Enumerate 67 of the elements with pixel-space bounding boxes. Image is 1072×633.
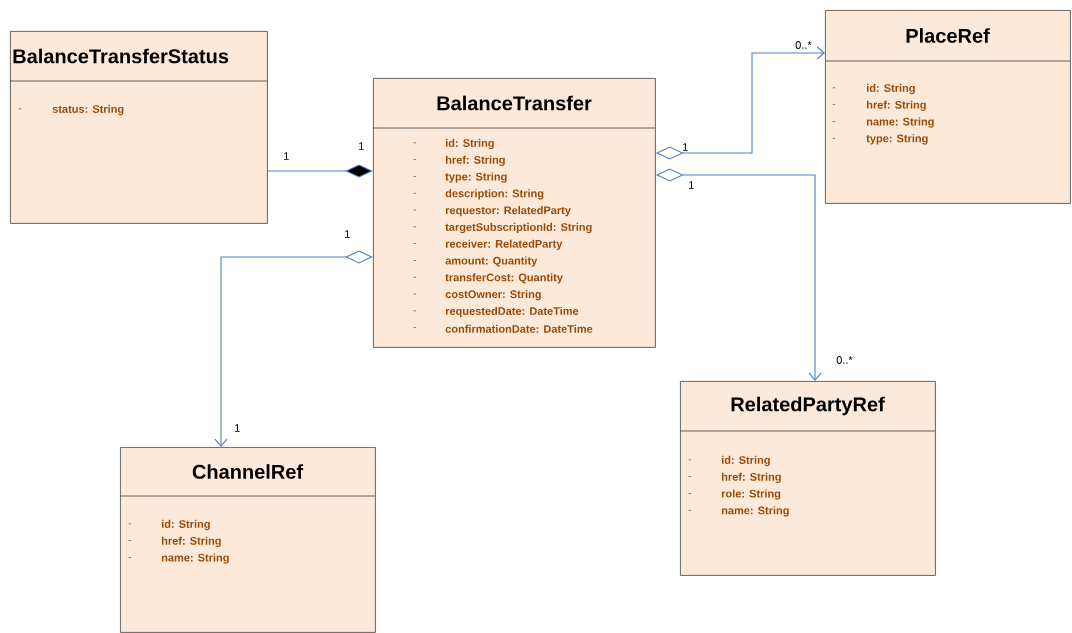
attribute-text: href: String xyxy=(721,472,781,483)
attribute-text: name: String xyxy=(721,506,789,517)
class-box xyxy=(119,447,376,633)
attribute-text: name: String xyxy=(866,117,934,128)
multiplicity-label: 1 xyxy=(284,152,289,160)
class-box xyxy=(679,381,936,576)
attribute-text: id: String xyxy=(721,455,770,467)
class-name: PlaceRef xyxy=(906,28,990,43)
attribute-text: targetSubscriptionId: String xyxy=(445,222,592,234)
visibility-marker: - xyxy=(413,226,417,228)
attribute-text: status: String xyxy=(52,104,124,116)
visibility-marker: - xyxy=(832,87,836,89)
class-name: ChannelRef xyxy=(192,464,304,479)
attribute-text: costOwner: String xyxy=(445,290,541,301)
attribute-text: description: String xyxy=(445,189,544,200)
class-box xyxy=(9,31,268,224)
visibility-marker: - xyxy=(413,176,417,177)
class-name: RelatedPartyRef xyxy=(731,396,885,416)
multiplicity-label: 1 xyxy=(235,424,240,432)
visibility-marker: - xyxy=(413,327,417,329)
attribute-text: href: String xyxy=(445,155,505,166)
visibility-marker: - xyxy=(413,243,417,245)
visibility-marker: - xyxy=(413,142,417,144)
visibility-marker: - xyxy=(413,310,417,312)
visibility-marker: - xyxy=(413,209,417,211)
attribute-text: href: String xyxy=(161,536,221,547)
attribute-text: receiver: RelatedParty xyxy=(445,239,563,250)
attribute-text: confirmationDate: DateTime xyxy=(445,324,593,333)
association-line xyxy=(267,164,373,178)
visibility-marker: - xyxy=(832,121,836,122)
attribute-text: name: String xyxy=(161,553,229,564)
visibility-marker: - xyxy=(832,104,836,106)
class-box xyxy=(372,78,656,348)
multiplicity-label: 1 xyxy=(683,143,688,151)
visibility-marker: - xyxy=(688,476,692,478)
attribute-text: amount: Quantity xyxy=(445,256,538,267)
attribute-text: requestor: RelatedParty xyxy=(445,206,571,217)
visibility-marker: - xyxy=(832,137,836,139)
visibility-marker: - xyxy=(128,523,132,525)
association-line xyxy=(214,250,373,447)
visibility-marker: - xyxy=(413,293,417,295)
multiplicity-label: 0..* xyxy=(836,356,853,364)
attribute-text: id: String xyxy=(866,83,915,95)
visibility-marker: - xyxy=(413,192,417,194)
visibility-marker: - xyxy=(128,557,132,558)
attribute-text: id: String xyxy=(161,519,210,531)
visibility-marker: - xyxy=(128,540,132,542)
attribute-text: id: String xyxy=(445,138,494,150)
class-name: BalanceTransfer xyxy=(437,95,592,111)
attribute-text: type: String xyxy=(445,172,507,183)
multiplicity-label: 0..* xyxy=(795,41,812,49)
attribute-text: transferCost: Quantity xyxy=(445,273,563,284)
attribute-text: href: String xyxy=(866,100,926,111)
attribute-text: role: String xyxy=(721,489,781,500)
multiplicity-label: 1 xyxy=(689,181,694,189)
multiplicity-label: 1 xyxy=(345,230,350,238)
visibility-marker: - xyxy=(688,493,692,494)
class-name: BalanceTransferStatus xyxy=(13,48,229,64)
attribute-text: type: String xyxy=(866,134,928,145)
visibility-marker: - xyxy=(413,260,417,261)
class-box xyxy=(824,10,1071,204)
visibility-marker: - xyxy=(413,159,417,161)
visibility-marker: - xyxy=(688,509,692,511)
visibility-marker: - xyxy=(688,459,692,461)
attribute-text: requestedDate: DateTime xyxy=(445,306,579,318)
visibility-marker: - xyxy=(413,276,417,278)
visibility-marker: - xyxy=(18,108,22,110)
